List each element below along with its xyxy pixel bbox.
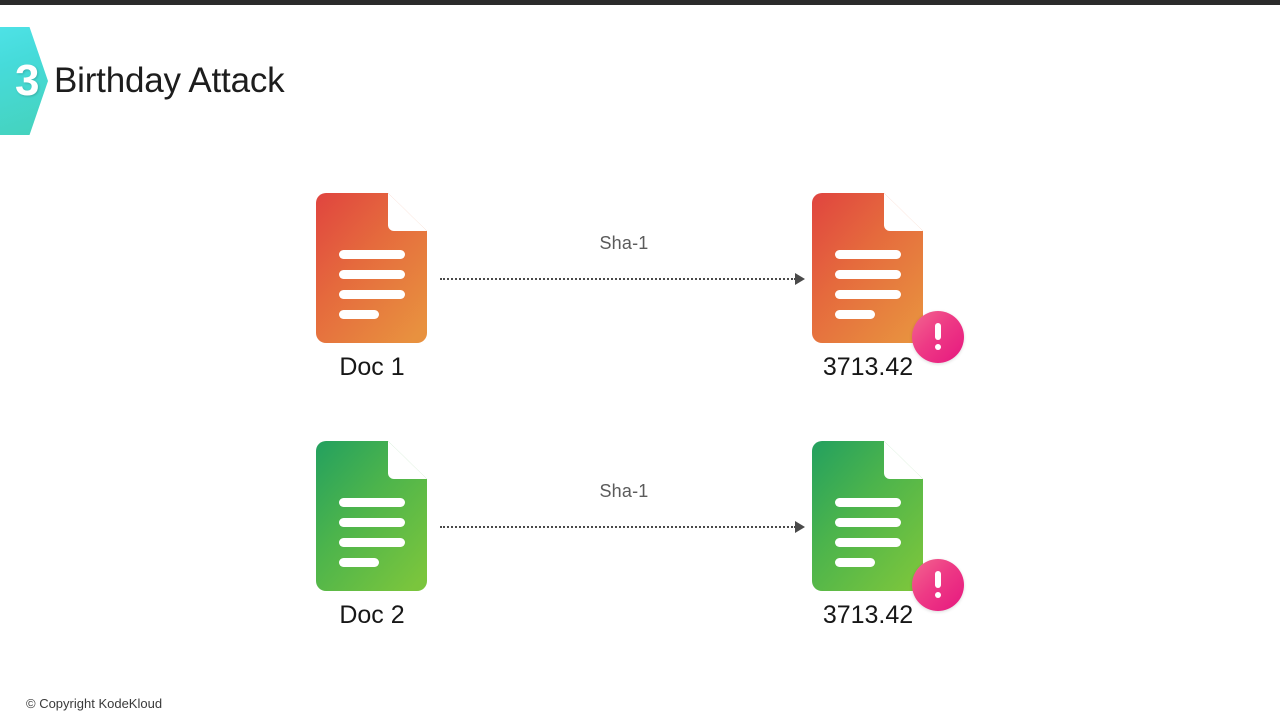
page-title: Birthday Attack	[54, 61, 285, 100]
dotted-line	[440, 278, 796, 280]
source-document-label: Doc 2	[339, 601, 405, 629]
document-icon	[316, 193, 427, 343]
hash-value-label: 3713.42	[822, 353, 914, 381]
document-icon	[316, 441, 427, 591]
slide-header: 3 Birthday Attack	[0, 27, 640, 135]
hash-algorithm-label: Sha-1	[599, 233, 649, 253]
row-doc1: Doc 1 Sha-1	[0, 185, 1280, 395]
arrow-right-icon	[795, 273, 805, 285]
dotted-line	[440, 526, 796, 528]
step-number-label: 3	[15, 56, 39, 105]
arrow-right-icon	[795, 521, 805, 533]
result-document-2: 3713.42	[788, 433, 964, 633]
warning-exclamation-icon	[912, 559, 964, 611]
hash-connector-2: Sha-1	[440, 481, 808, 535]
result-document-1: 3713.42	[788, 185, 964, 385]
top-accent-bar	[0, 0, 1280, 5]
source-document-1: Doc 1	[292, 185, 452, 385]
hash-connector-1: Sha-1	[440, 233, 808, 287]
row-doc2: Doc 2 Sha-1	[0, 433, 1280, 643]
source-document-2: Doc 2	[292, 433, 452, 633]
warning-exclamation-icon	[912, 311, 964, 363]
document-icon	[812, 193, 923, 343]
document-icon	[812, 441, 923, 591]
hash-value-label: 3713.42	[822, 601, 914, 629]
copyright-footer: © Copyright KodeKloud	[26, 696, 163, 711]
hash-algorithm-label: Sha-1	[599, 481, 649, 501]
source-document-label: Doc 1	[339, 353, 405, 381]
